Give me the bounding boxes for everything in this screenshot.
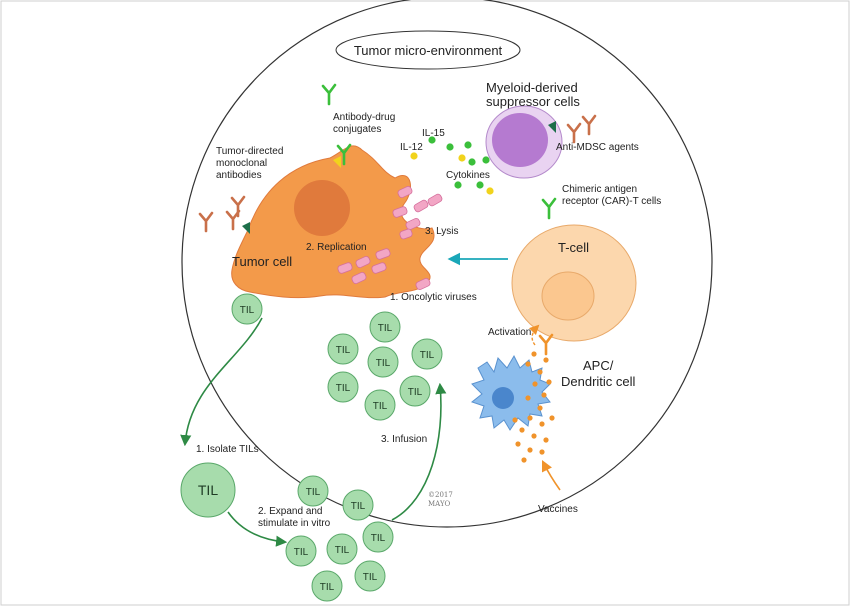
mdsc-label-1: Myeloid-derived <box>486 80 578 95</box>
il15-label: IL-15 <box>422 128 445 139</box>
svg-text:TIL: TIL <box>363 572 378 583</box>
svg-text:TIL: TIL <box>408 387 423 398</box>
svg-text:TIL: TIL <box>294 547 309 558</box>
isolate-arrow <box>180 317 263 447</box>
t-cell-label: T-cell <box>558 240 589 255</box>
activation-receptor-icon <box>538 333 554 356</box>
mdsc-receptor-icon <box>548 121 556 133</box>
adc-label-1: Antibody-drug <box>333 112 395 123</box>
til-cell: TIL <box>399 375 431 407</box>
title-ellipse <box>335 30 521 70</box>
expand-arrow <box>227 511 288 547</box>
infusion-arrow <box>391 382 447 521</box>
til-cell: TIL <box>364 389 396 421</box>
mab-label-2: monoclonal <box>216 158 267 169</box>
t-cell-nucleus <box>541 271 595 321</box>
tumor-label: Tumor cell <box>232 254 292 269</box>
il12-label: IL-12 <box>400 142 423 153</box>
tumor-nucleus <box>294 180 350 236</box>
oncolytic-virus-icons <box>337 186 443 290</box>
car-receptor-icon <box>541 197 557 220</box>
title: Tumor micro-environment <box>354 43 503 58</box>
apc-label-1: APC/ <box>583 358 614 373</box>
svg-text:TIL: TIL <box>336 345 351 356</box>
svg-text:TIL: TIL <box>320 582 335 593</box>
adc-label-2: conjugates <box>333 124 381 135</box>
vaccine-arrow <box>541 459 561 491</box>
til-cell: TIL <box>311 570 343 602</box>
til-cell-isolated: TIL <box>231 293 263 325</box>
til-cell: TIL <box>354 560 386 592</box>
svg-text:TIL: TIL <box>420 350 435 361</box>
svg-text:TIL: TIL <box>376 358 391 369</box>
mdsc-cell <box>485 105 563 179</box>
car-t-label-1: Chimeric antigen <box>562 184 637 195</box>
til-cell: TIL <box>369 311 401 343</box>
svg-text:TIL: TIL <box>198 482 218 498</box>
apc-label-2: Dendritic cell <box>561 374 636 389</box>
mab-label-3: antibodies <box>216 170 262 181</box>
expanded-til-cluster: TIL TIL TIL TIL TIL TIL TIL <box>285 475 394 602</box>
expand-label-2: stimulate in vitro <box>258 518 331 529</box>
svg-text:TIL: TIL <box>306 487 321 498</box>
til-cell: TIL <box>327 371 359 403</box>
expand-label-1: 2. Expand and <box>258 506 323 517</box>
svg-text:TIL: TIL <box>373 401 388 412</box>
cytokine-dots <box>410 136 494 195</box>
isolate-label: 1. Isolate TILs <box>196 444 259 455</box>
svg-text:TIL: TIL <box>240 305 255 316</box>
mab-label-1: Tumor-directed <box>216 146 283 157</box>
anti-mdsc-antibody-icon <box>566 114 597 144</box>
til-cell: TIL <box>367 346 399 378</box>
cytokines-label: Cytokines <box>446 170 490 181</box>
til-cell: TIL <box>326 533 358 565</box>
til-cell: TIL <box>411 338 443 370</box>
vaccine-antigen-dots <box>512 351 555 463</box>
tumor-receptor-icon <box>242 222 250 234</box>
til-cell: TIL <box>342 489 374 521</box>
oncolytic-label: 1. Oncolytic viruses <box>390 292 477 303</box>
til-cell: TIL <box>285 535 317 567</box>
infused-til-cluster: TIL TIL TIL TIL TIL TIL TIL <box>327 311 443 421</box>
monoclonal-antibody-icon <box>198 195 246 233</box>
svg-text:TIL: TIL <box>378 323 393 334</box>
replication-label: 2. Replication <box>306 242 367 253</box>
micro-environment-circle <box>181 0 713 528</box>
car-t-label-2: receptor (CAR)-T cells <box>562 196 661 207</box>
copyright-line-1: ©2017 <box>428 491 453 499</box>
til-cell: TIL <box>297 475 329 507</box>
svg-text:TIL: TIL <box>351 501 366 512</box>
anti-mdsc-label: Anti-MDSC agents <box>556 142 639 153</box>
lysis-label: 3. Lysis <box>425 226 459 237</box>
svg-text:TIL: TIL <box>335 545 350 556</box>
activation-arrow <box>528 324 540 346</box>
til-cell: TIL <box>327 333 359 365</box>
dendritic-nucleus <box>492 387 514 409</box>
adc-drug-icon <box>333 156 341 168</box>
vaccines-label: Vaccines <box>538 504 578 515</box>
copyright-line-2: MAYO <box>428 500 451 508</box>
svg-text:TIL: TIL <box>371 533 386 544</box>
til-cell-large: TIL <box>180 462 236 518</box>
infusion-label: 3. Infusion <box>381 434 427 445</box>
svg-text:TIL: TIL <box>336 383 351 394</box>
activation-label: Activation <box>488 327 531 338</box>
til-cell: TIL <box>362 521 394 553</box>
mdsc-label-2: suppressor cells <box>486 94 580 109</box>
adc-icon <box>321 83 352 166</box>
